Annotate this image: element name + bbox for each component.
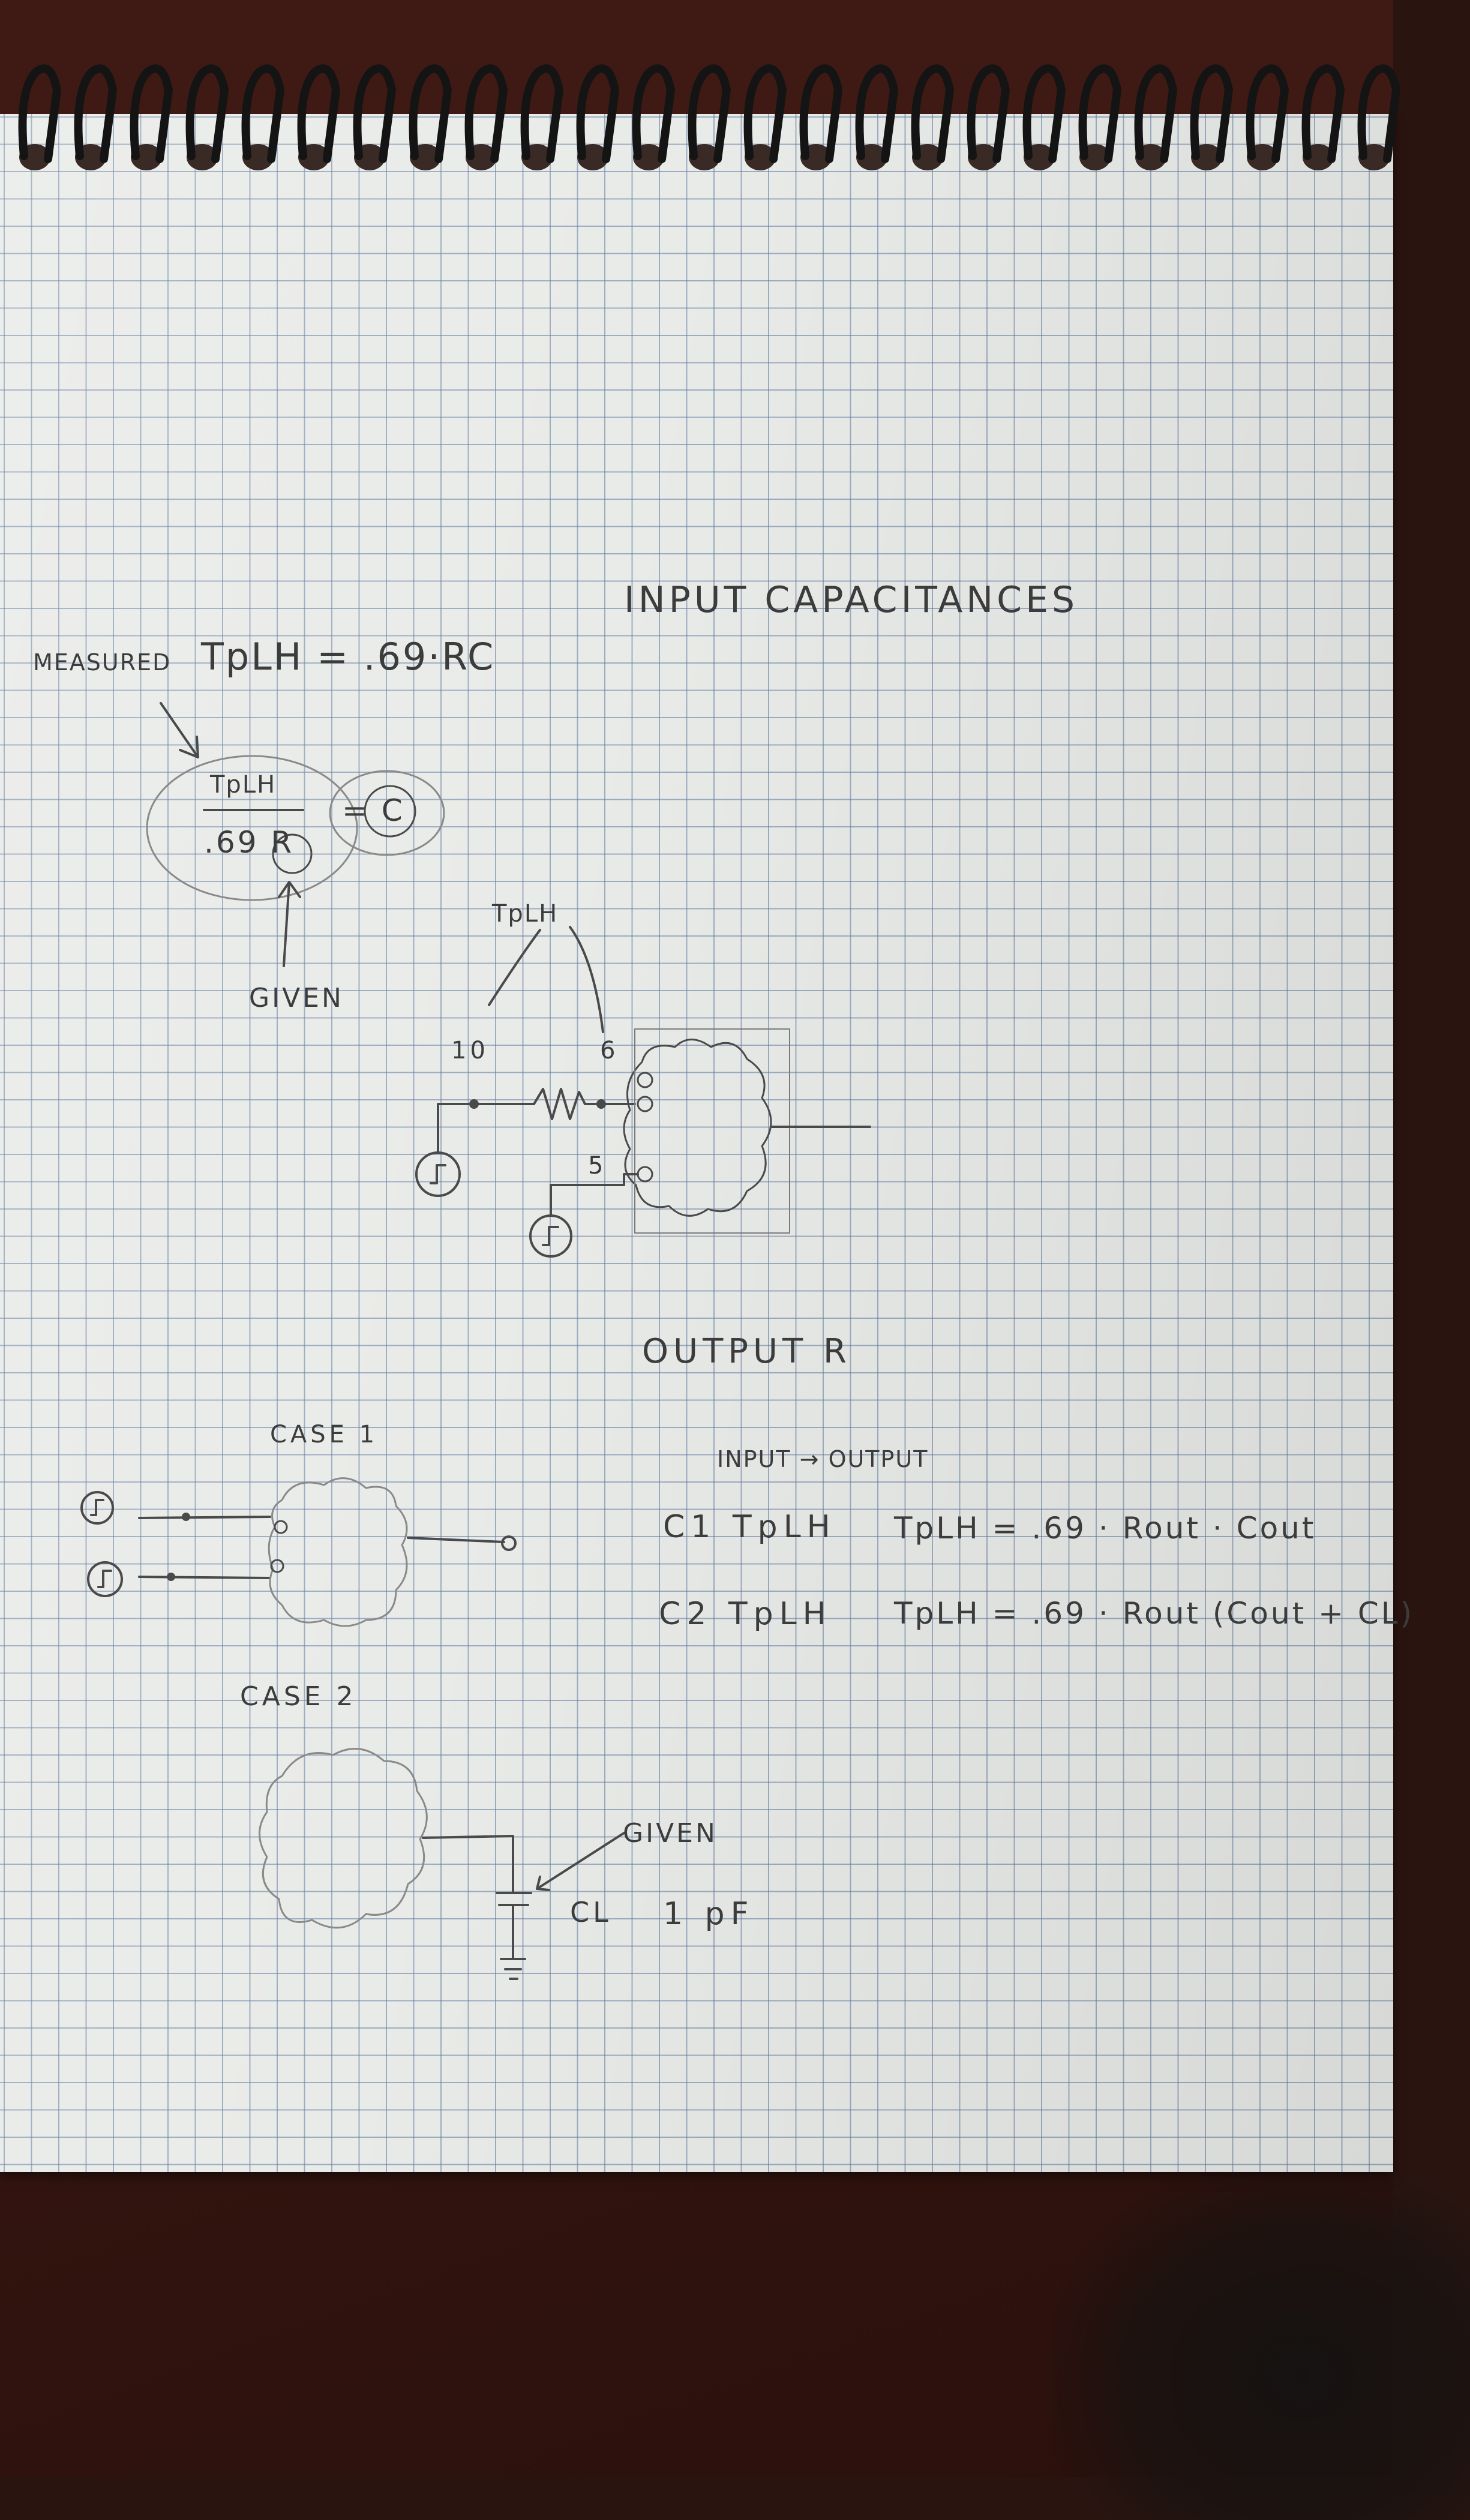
case-2-label: CASE 2 xyxy=(240,1681,357,1712)
spiral-coil xyxy=(632,64,676,163)
spiral-coil xyxy=(130,64,173,163)
case1-step-a xyxy=(90,1499,104,1516)
spiral-coil xyxy=(464,64,508,163)
case2-output-wire xyxy=(422,1835,514,1894)
node-dot-10 xyxy=(469,1099,479,1109)
spiral-coil xyxy=(1301,64,1345,163)
node-label-5: 5 xyxy=(588,1152,607,1180)
case1-bubble-2 xyxy=(270,1559,284,1573)
case1-step-b xyxy=(97,1570,112,1588)
input-bubble-3 xyxy=(637,1166,653,1183)
fraction-numerator: TpLH xyxy=(210,771,277,799)
arrow-given-1 xyxy=(278,881,301,967)
node-dot-6 xyxy=(596,1099,606,1109)
given-label-2: GIVEN xyxy=(623,1818,718,1849)
spiral-binding xyxy=(0,0,1401,170)
arrow-measured xyxy=(160,702,199,758)
spiral-coil xyxy=(1357,64,1401,163)
row-c2-formula: TpLH = .69 · Rout (Cout + CL) xyxy=(894,1596,1415,1631)
row-c2-label: C2 TpLH xyxy=(659,1596,832,1632)
graph-paper-page xyxy=(0,114,1393,2172)
heading-input-capacitances: INPUT CAPACITANCES xyxy=(624,579,1079,621)
case1-dot-b xyxy=(167,1573,175,1581)
row-c1-label: C1 TpLH xyxy=(663,1509,836,1545)
capacitance-label-cl: CL xyxy=(570,1896,612,1928)
spiral-coil xyxy=(1190,64,1234,163)
spiral-coil xyxy=(743,64,787,163)
gate-box xyxy=(634,1028,790,1234)
spiral-coil xyxy=(688,64,731,163)
spiral-coil xyxy=(967,64,1010,163)
case1-dot-a xyxy=(182,1513,190,1521)
input-output-label: INPUT → OUTPUT xyxy=(717,1446,929,1472)
gate-cloud-1 xyxy=(623,1039,772,1217)
input-bubble-2 xyxy=(637,1096,653,1112)
spiral-coil xyxy=(241,64,285,163)
arrow-given-2 xyxy=(536,1832,625,1891)
wire-source-2 xyxy=(550,1173,639,1217)
node-label-6: 6 xyxy=(600,1037,619,1064)
case1-output-wire xyxy=(407,1537,505,1543)
spiral-coil xyxy=(576,64,620,163)
step-symbol-1 xyxy=(430,1164,446,1184)
source-2-icon xyxy=(529,1214,572,1258)
result-oval xyxy=(329,770,445,856)
capacitor-icon xyxy=(496,1892,532,1960)
row-c1-formula: TpLH = .69 · Rout · Cout xyxy=(894,1511,1316,1546)
spiral-coil xyxy=(74,64,118,163)
desk-surface xyxy=(1050,2160,1470,2520)
circle-c xyxy=(364,785,416,838)
given-label-1: GIVEN xyxy=(249,983,344,1013)
heading-output-r: OUTPUT R xyxy=(642,1332,851,1371)
spiral-coil xyxy=(911,64,955,163)
spiral-coil xyxy=(353,64,397,163)
tplh-circuit-label: TpLH xyxy=(492,900,559,928)
spiral-coil xyxy=(297,64,341,163)
spiral-coil xyxy=(855,64,899,163)
node-label-10: 10 xyxy=(451,1037,489,1064)
input-bubble-1 xyxy=(637,1072,653,1088)
spiral-coil xyxy=(18,64,62,163)
gate-cloud-case1 xyxy=(268,1477,408,1627)
spiral-coil xyxy=(520,64,564,163)
case-1-label: CASE 1 xyxy=(270,1421,379,1448)
spiral-coil xyxy=(185,64,229,163)
case1-wire-b xyxy=(138,1576,271,1579)
case1-source-b-icon xyxy=(87,1561,123,1597)
wire-source-1 xyxy=(437,1103,535,1154)
case1-source-a-icon xyxy=(80,1491,114,1525)
case1-output-node xyxy=(501,1535,517,1551)
case1-wire-a xyxy=(138,1516,271,1519)
spiral-coil xyxy=(1246,64,1289,163)
fraction-denominator: .69 R xyxy=(204,825,295,860)
fraction-result: = C xyxy=(342,793,405,828)
capacitance-value: 1 pF xyxy=(663,1896,755,1932)
spiral-coil xyxy=(409,64,452,163)
formula-tplh-rc: TpLH = .69·RC xyxy=(201,635,496,679)
circle-r xyxy=(272,833,313,874)
pencil-drawings xyxy=(80,702,871,1980)
case1-bubble-1 xyxy=(274,1520,288,1534)
tplh-bracket xyxy=(488,926,604,1033)
fraction-oval xyxy=(146,755,358,901)
spiral-coil xyxy=(799,64,843,163)
spiral-coil xyxy=(1022,64,1066,163)
step-symbol-2 xyxy=(542,1226,559,1246)
resistor-icon xyxy=(533,1088,636,1120)
spiral-coil xyxy=(1134,64,1178,163)
spiral-coil xyxy=(1078,64,1122,163)
ground-icon xyxy=(500,1958,526,1980)
measured-label: MEASURED xyxy=(33,649,172,676)
gate-cloud-case2 xyxy=(259,1748,428,1929)
